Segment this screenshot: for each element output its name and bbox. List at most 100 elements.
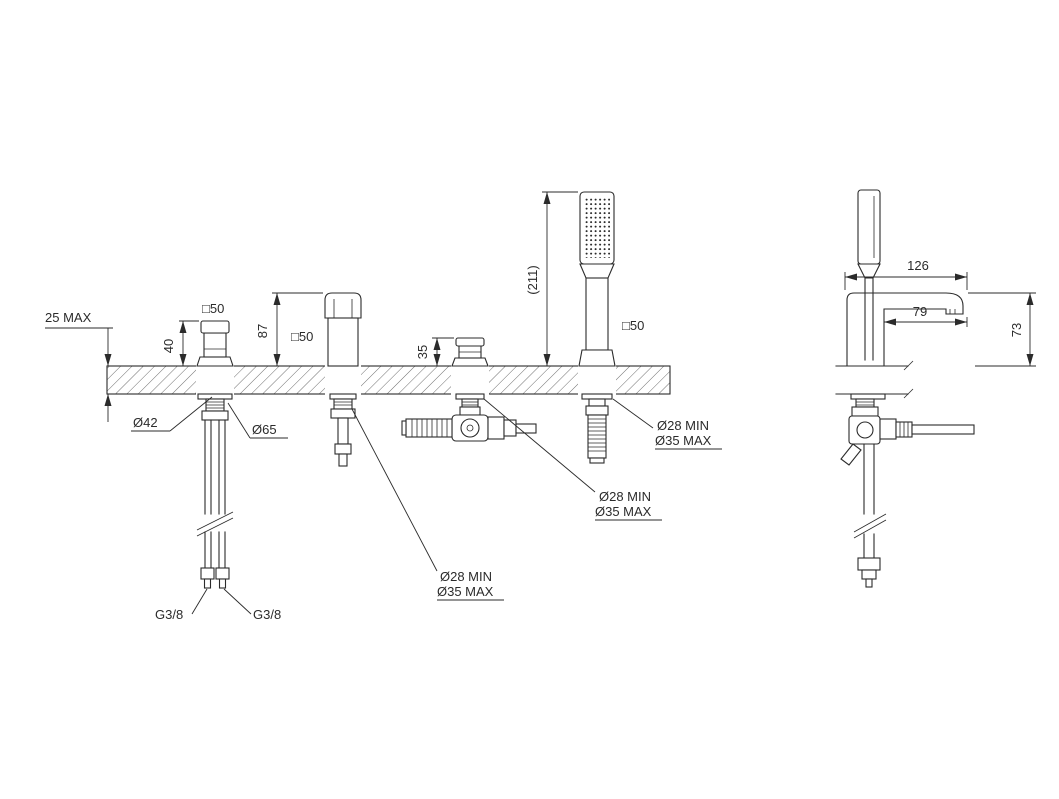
diverter-front (451, 337, 489, 367)
dim-side-reach-total: 126 (907, 258, 929, 273)
inlet-nut-left (200, 567, 215, 580)
spout-tip (338, 453, 348, 467)
spout-shank (333, 398, 353, 410)
inlet-nut-right (215, 567, 230, 580)
dim-diverter-height: 35 (415, 345, 430, 359)
dim-diverter-height-group: 35 (415, 337, 454, 366)
inlet-labels: G3/8 G3/8 (155, 588, 281, 622)
dim-deck-thickness-group: 25 MAX (45, 310, 113, 422)
diverter-fitting-right2 (503, 419, 517, 437)
handle-nut (201, 410, 229, 421)
deck-front (106, 364, 671, 396)
spout-column (327, 317, 359, 367)
diverter-base-flange (451, 357, 489, 367)
handle-washer (197, 393, 233, 400)
shower-handle (585, 277, 609, 351)
dim-spout-square: □50 (291, 329, 313, 344)
label-diverter-hole-min: Ø28 MIN (599, 489, 651, 504)
inlet-tip-right (218, 578, 227, 589)
dim-spout-height-group: 87 (255, 292, 323, 366)
side-hose-pipe (911, 424, 975, 435)
dim-shower-square: □50 (622, 318, 644, 333)
valve-side (840, 393, 975, 466)
side-bottom-fitting (861, 569, 877, 580)
dim-handle-square: □50 (202, 301, 224, 316)
dim-side-reach-front: 79 (913, 304, 927, 319)
side-bottom-nut (857, 557, 881, 571)
dim-shower-height-group: (211) (525, 191, 578, 366)
diverter-washer (455, 393, 485, 400)
shower-hose-cap (589, 457, 605, 464)
diverter-neck (459, 406, 481, 416)
shower-nut (585, 405, 609, 416)
side-shank (855, 398, 875, 408)
inlet-tip-left (203, 578, 212, 589)
shower-side-head (857, 189, 881, 265)
shower-side-neck (857, 263, 881, 279)
side-hose-nut (879, 418, 897, 440)
diverter-valve-circle (460, 418, 480, 438)
label-handle-dia: Ø42 (133, 415, 158, 430)
diverter-hose-left-cap (401, 420, 407, 436)
dim-handle-height: 40 (161, 339, 176, 353)
label-escutcheon-dia: Ø65 (252, 422, 277, 437)
diverter-shank (461, 398, 479, 408)
label-shower-hole-min: Ø28 MIN (657, 418, 709, 433)
side-washer (850, 393, 886, 400)
dim-shower-height: (211) (525, 265, 540, 294)
label-inlet-left: G3/8 (155, 607, 183, 622)
dim-side-spout-height: 73 (1009, 323, 1024, 337)
dia-leaders: Ø42 Ø65 (131, 396, 288, 439)
spout-side-profile (846, 292, 964, 367)
shower-washer (581, 393, 613, 400)
side-nut (851, 406, 879, 417)
side-lever (840, 443, 862, 466)
diverter-fitting-right (487, 416, 505, 440)
spout-fitting (334, 443, 352, 455)
hole-annotations: Ø28 MIN Ø35 MAX Ø28 MIN Ø35 MAX Ø28 MIN … (351, 398, 722, 601)
spout-side (846, 292, 964, 367)
side-view: 126 79 73 (835, 189, 1036, 588)
side-bottom-tip (865, 578, 873, 588)
break-symbol (196, 511, 234, 531)
handle-lever (200, 320, 230, 334)
label-inlet-right: G3/8 (253, 607, 281, 622)
dim-spout-height: 87 (255, 324, 270, 338)
diverter-body (458, 344, 482, 359)
label-shower-hole-max: Ø35 MAX (655, 433, 712, 448)
handle-tails (196, 393, 234, 589)
diverter-hose-left (405, 418, 453, 438)
deck-hole-handle (196, 364, 234, 396)
spout-tail (329, 393, 357, 467)
spout-washer (329, 393, 357, 400)
handle-body (203, 332, 227, 358)
shower-holder-flange (578, 349, 616, 367)
spout-front (324, 292, 362, 367)
spout-nut (330, 408, 356, 419)
shower-tail (581, 393, 613, 464)
label-spout-hole-min: Ø28 MIN (440, 569, 492, 584)
spout-tube (337, 417, 349, 445)
dim-handle-height-group: 40 (161, 320, 199, 366)
handle-base-flange (196, 356, 234, 367)
pipe-side (853, 443, 887, 588)
dim-deck-thickness: 25 MAX (45, 310, 92, 325)
shower-hose (587, 414, 607, 459)
shower-spray-face (584, 198, 610, 258)
deck-side (835, 360, 914, 399)
side-valve-circle (856, 421, 874, 439)
diverter-pipe-right (515, 423, 537, 434)
spout-top-body (324, 292, 362, 319)
deck-hole-diverter (451, 364, 489, 396)
handle-front (196, 320, 234, 367)
diverter-cap (455, 337, 485, 347)
handshower-front (578, 191, 616, 367)
label-diverter-hole-max: Ø35 MAX (595, 504, 652, 519)
diverter-tail (401, 393, 537, 442)
dims-side: 126 79 73 (844, 258, 1036, 367)
shower-side (857, 189, 881, 361)
label-spout-hole-max: Ø35 MAX (437, 584, 494, 599)
deck-hole-shower (578, 364, 616, 396)
side-break-symbol (853, 513, 887, 533)
